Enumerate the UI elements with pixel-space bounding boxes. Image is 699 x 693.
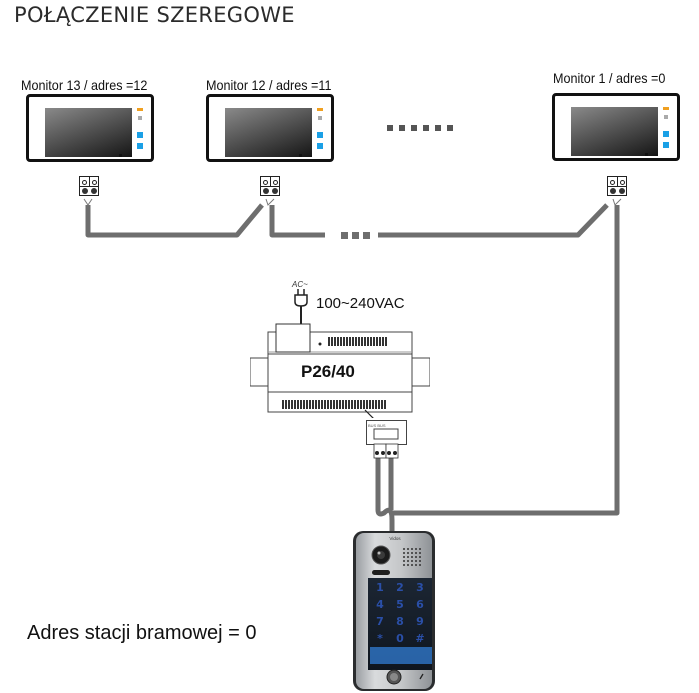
power-plug-icon <box>294 289 308 324</box>
door-station-address-label: Adres stacji bramowej = 0 <box>27 622 257 644</box>
monitor-13-label: Monitor 13 / adres =12 <box>21 77 148 93</box>
monitor-button-icon <box>137 132 143 138</box>
ac-label: AC~ <box>292 280 308 289</box>
keypad-key-3: 3 <box>416 581 424 594</box>
name-plate <box>370 647 432 664</box>
monitor-screen <box>225 108 312 157</box>
more-monitors-ellipsis <box>387 125 453 131</box>
wire-segment-m13-m12 <box>85 203 264 238</box>
monitor-screen <box>45 108 132 157</box>
ellipsis-dot <box>352 232 359 239</box>
wire-segment-m1-down <box>393 205 620 516</box>
keypad-key-#: # <box>415 632 424 645</box>
keypad-key-7: 7 <box>376 615 384 628</box>
svg-text:BUS BUS: BUS BUS <box>368 423 386 428</box>
monitor-12-label: Monitor 12 / adres =11 <box>206 77 332 93</box>
monitor-screen <box>571 107 658 156</box>
keypad-key-2: 2 <box>396 581 404 594</box>
keypad-key-6: 6 <box>416 598 424 611</box>
monitor-1-terminal <box>607 176 627 196</box>
microphone-icon <box>119 154 122 157</box>
monitor-12 <box>206 94 334 162</box>
ellipsis-dot <box>363 232 370 239</box>
diagram-title: POŁĄCZENIE SZEREGOWE <box>14 3 295 27</box>
keypad-key-5: 5 <box>396 598 404 611</box>
wire-segment-gap-m1 <box>378 203 609 238</box>
psu-output-terminal: BUS BUS <box>366 420 407 459</box>
keypad-key-8: 8 <box>396 615 404 628</box>
monitor-button-icon <box>663 142 669 148</box>
status-led-icon <box>137 108 143 111</box>
status-led-icon <box>317 108 323 111</box>
wire-segment-m12-gap <box>269 205 325 238</box>
voltage-label: 100~240VAC <box>316 295 405 312</box>
speaker-grille-icon <box>403 548 421 566</box>
monitor-12-terminal <box>260 176 280 196</box>
indicator-icon <box>664 115 668 119</box>
ellipsis-dot <box>341 232 348 239</box>
wire-psu-to-door-a <box>375 458 395 532</box>
status-led-icon <box>663 107 669 110</box>
monitor-13 <box>26 94 154 162</box>
monitor-1-label: Monitor 1 / adres =0 <box>553 70 666 86</box>
indicator-icon <box>318 116 322 120</box>
monitor-button-icon <box>663 131 669 137</box>
microphone-icon <box>299 154 302 157</box>
monitor-1 <box>552 93 680 161</box>
keypad-key-*: * <box>377 632 383 645</box>
monitor-button-icon <box>317 132 323 138</box>
monitor-button-icon <box>137 143 143 149</box>
power-supply-p26-40 <box>250 323 430 418</box>
keypad-key-1: 1 <box>376 581 384 594</box>
keypad-key-4: 4 <box>376 598 384 611</box>
indicator-icon <box>138 116 142 120</box>
microphone-icon <box>645 153 648 156</box>
monitor-button-icon <box>317 143 323 149</box>
brand-logo: Vidos <box>389 536 401 541</box>
monitor-13-terminal <box>79 176 99 196</box>
keypad-key-0: 0 <box>396 632 404 645</box>
power-supply-model: P26/40 <box>301 362 355 381</box>
keypad-key-9: 9 <box>416 615 424 628</box>
